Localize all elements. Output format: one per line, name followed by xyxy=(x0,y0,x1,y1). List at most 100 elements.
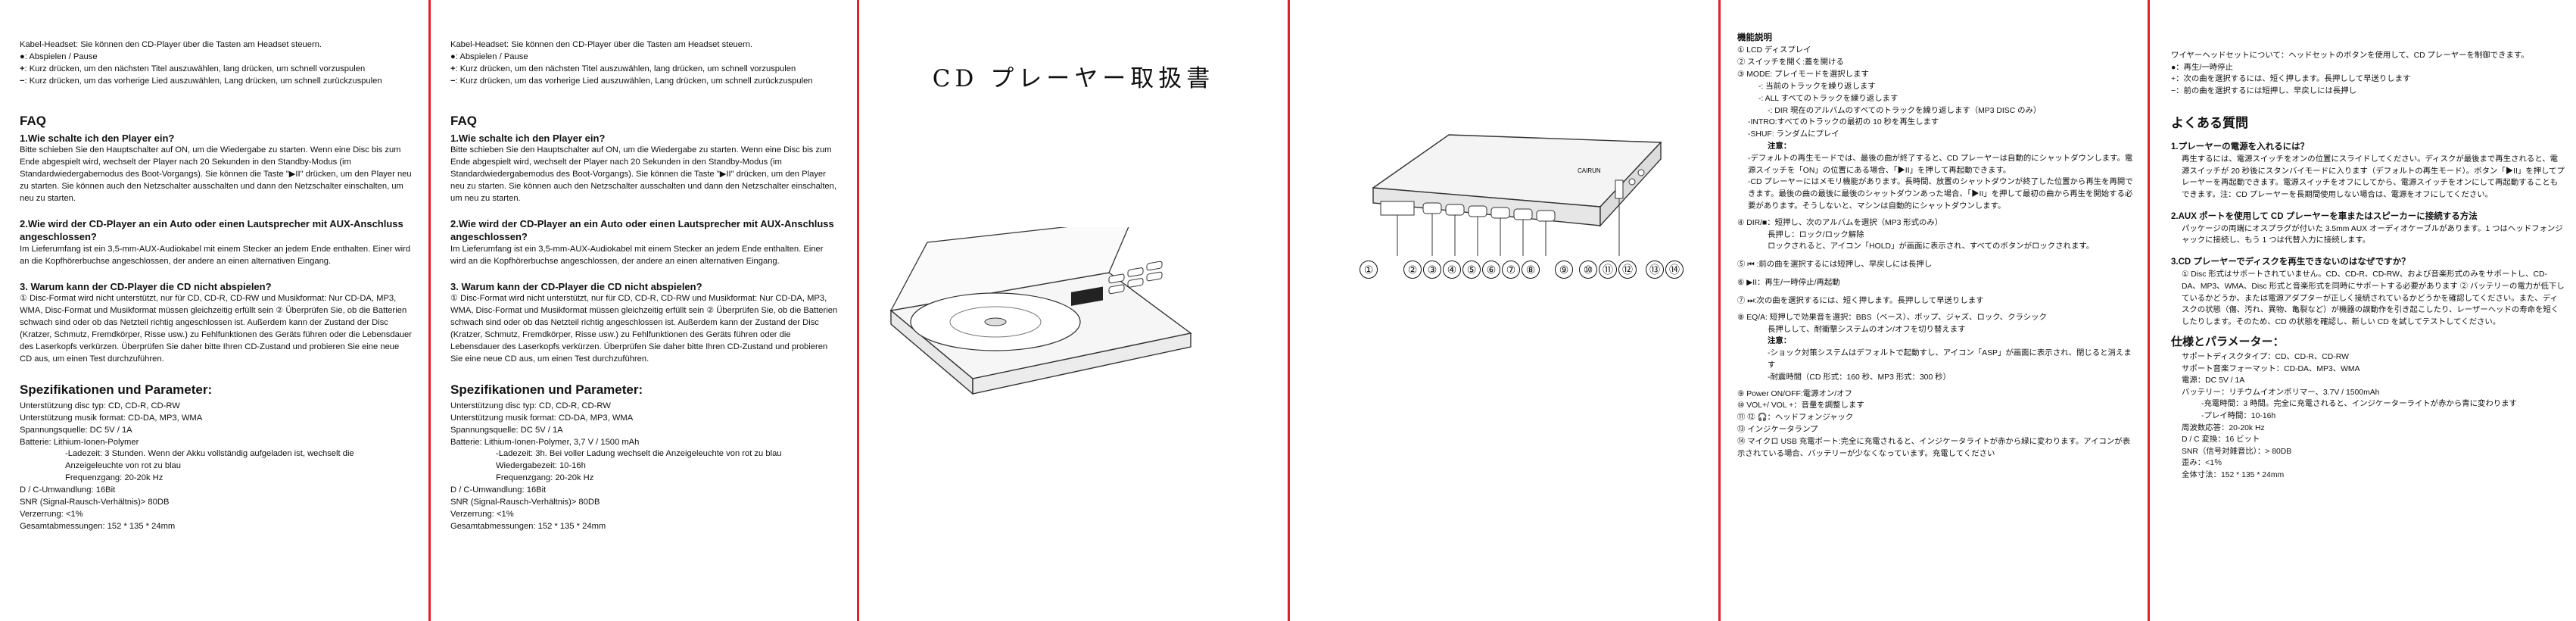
cover-page: CD プレーヤー取扱書 xyxy=(859,0,1288,621)
spec-line: Gesamtabmessungen: 152 * 135 * 24mm xyxy=(20,521,176,531)
function-line: ⑬ インジケータランプ xyxy=(1737,426,1818,435)
faq-answer: Im Lieferumfang ist ein 3,5-mm-AUX-Audio… xyxy=(450,244,824,266)
faq-answer: Bitte schieben Sie den Hauptschalter auf… xyxy=(450,145,836,203)
function-line: ⑤ ⏮ :前の曲を選択するには短押し、早戻しには長押し xyxy=(1737,261,1932,270)
fold-line xyxy=(1288,0,1290,621)
cd-player-top-view: CAIRUN xyxy=(1372,134,1662,256)
spec-detail: Frequenzgang: 20-20k Hz xyxy=(65,473,164,483)
spec-line: SNR (Signal-Rausch-Verhältnis)> 80DB xyxy=(20,498,170,507)
function-line: -SHUF: ランダムにプレイ xyxy=(1748,130,1839,139)
fold-line xyxy=(428,0,431,621)
spec-line: バッテリー：リチウムイオンポリマー、3.7V / 1500mAh xyxy=(2182,388,2380,397)
spec-line: Batterie: Lithium-Ionen-Polymer xyxy=(20,437,139,447)
callout-10: ⑩ xyxy=(1579,261,1597,279)
function-line: -CD プレーヤーにはメモリ機能があります。長時間、放置のシャットダウンが終了し… xyxy=(1748,178,2133,211)
function-line: -耐震時間（CD 形式：160 秒、MP3 形式：300 秒） xyxy=(1768,373,1951,382)
spec-line: Gesamtabmessungen: 152 * 135 * 24mm xyxy=(450,521,606,531)
headset-item: −: Kurz drücken, um das vorherige Lied a… xyxy=(450,76,813,86)
headset-item: +: Kurz drücken, um den nächsten Titel a… xyxy=(20,64,366,73)
spec-line: Unterstützung musik format: CD-DA, MP3, … xyxy=(20,413,203,423)
faq-question: 3. Warum kann der CD-Player die CD nicht… xyxy=(450,280,702,292)
function-line: -: ALL すべてのトラックを繰り返します xyxy=(1758,94,1899,103)
spec-line: Verzerrung: <1% xyxy=(20,510,83,519)
jp-faq-page: ワイヤーヘッドセットについて：ヘッドセットのボタンを使用して、CD プレーヤーを… xyxy=(2150,0,2576,621)
faq-question: 2.Wie wird der CD-Player an ein Auto ode… xyxy=(450,217,834,243)
spec-line: 電源：DC 5V / 1A xyxy=(2182,376,2245,385)
faq-question: 1.Wie schalte ich den Player ein? xyxy=(20,132,175,144)
callout-14: ⑭ xyxy=(1665,261,1684,279)
faq-answer: ① Disc-Format wird nicht unterstützt, nu… xyxy=(20,294,412,364)
spec-line: サポートディスクタイプ：CD、CD-R、CD-RW xyxy=(2182,352,2349,361)
function-line: ⑨ Power ON/OFF:電源オン/オフ xyxy=(1737,389,1852,398)
spec-line: Unterstützung disc typ: CD, CD-R, CD-RW xyxy=(450,401,611,410)
faq-answer: Bitte schieben Sie den Hauptschalter auf… xyxy=(20,145,412,203)
faq-answer: ① Disc 形式はサポートされていません。CD、CD-R、CD-RW、および音… xyxy=(2182,270,2565,326)
headset-intro: ワイヤーヘッドセットについて：ヘッドセットのボタンを使用して、CD プレーヤーを… xyxy=(2171,51,2529,60)
spec-line: サポート音楽フォーマット：CD-DA、MP3、WMA xyxy=(2182,364,2360,373)
headset-item: −：前の曲を選択するには短押し、早戻しには長押し xyxy=(2171,86,2357,95)
minus-icon: − xyxy=(450,76,456,86)
device-brand-label: CAIRUN xyxy=(1578,167,1601,174)
spec-line: D / C 変換：16 ビット xyxy=(2182,435,2260,445)
faq-answer: パッケージの両端にオスプラグが付いた 3.5mm AUX オーディオケーブルがあ… xyxy=(2182,224,2563,245)
function-line: ② スイッチを開く:蓋を開ける xyxy=(1737,58,1844,67)
fold-line xyxy=(2148,0,2150,621)
note-label: 注意： xyxy=(1768,337,1792,346)
function-line: 長押し：ロック/ロック解除 xyxy=(1768,230,1864,239)
function-line: ⑥ ▶II：再生/一時停止/再起動 xyxy=(1737,279,1840,288)
spec-line: SNR（信号対雑音比）：> 80DB xyxy=(2182,447,2292,456)
faq-question: 3.CD プレーヤーでディスクを再生できないのはなぜですか？ xyxy=(2171,257,2410,267)
spec-title: Spezifikationen und Parameter: xyxy=(20,382,213,397)
function-line: ⑪ ⑫ 🎧：ヘッドフォンジャック xyxy=(1737,413,1854,423)
headset-item: +：次の曲を選択するには、短く押します。長押しして早送りします xyxy=(2171,75,2411,84)
spec-line: 周波数応答：20-20k Hz xyxy=(2182,423,2265,432)
fold-line xyxy=(1718,0,1721,621)
faq-title: FAQ xyxy=(450,113,477,128)
faq-question: 1.Wie schalte ich den Player ein? xyxy=(450,132,606,144)
plus-icon: + xyxy=(450,64,456,73)
function-line: ① LCD ディスプレイ xyxy=(1737,46,1811,55)
function-line: ⑦ ⏭:次の曲を選択するには、短く押します。長押しして早送りします xyxy=(1737,296,1984,305)
callout-5: ⑤ xyxy=(1462,261,1481,279)
function-line: -ショック対策システムはデフォルトで起動すし、アイコン「ASP」が画面に表示され… xyxy=(1768,349,2132,370)
diagram-page: CAIRUN ① ② ③ ④ ⑤ ⑥ ⑦ ⑧ ⑨ ⑩ ⑪ ⑫ ⑬ ⑭ xyxy=(1290,0,1718,621)
spec-line: D / C-Umwandlung: 16Bit xyxy=(450,485,547,495)
function-line: -デフォルトの再生モードでは、最後の曲が終了すると、CD プレーヤーは自動的にシ… xyxy=(1748,154,2133,175)
callout-13: ⑬ xyxy=(1646,261,1664,279)
headset-item: ●: Abspielen / Pause xyxy=(450,51,528,61)
function-line: -: DIR 現在のアルバムのすべてのトラックを繰り返します（MP3 DISC … xyxy=(1768,106,2042,115)
function-line: ロックされると、アイコン「HOLD」が画面に表示され、すべてのボタンがロックされ… xyxy=(1768,242,2095,251)
spec-title: 仕様とパラメーター： xyxy=(2171,335,2285,349)
german-manual-page-2: Kabel-Headset: Sie können den CD-Player … xyxy=(431,0,857,621)
spec-line: D / C-Umwandlung: 16Bit xyxy=(20,485,116,495)
spec-title: Spezifikationen und Parameter: xyxy=(450,382,643,397)
section-title: 機能説明 xyxy=(1737,33,1772,42)
callout-6: ⑥ xyxy=(1482,261,1500,279)
spec-detail: -Ladezeit: 3 Stunden. Wenn der Akku voll… xyxy=(65,449,354,471)
callout-9: ⑨ xyxy=(1555,261,1573,279)
faq-question: 3. Warum kann der CD-Player die CD nicht… xyxy=(20,280,272,292)
play-pause-icon: ● xyxy=(450,51,456,61)
fold-line xyxy=(857,0,859,621)
callout-11: ⑪ xyxy=(1599,261,1617,279)
spec-detail: Wiedergabezeit: 10-16h xyxy=(496,461,586,471)
note-label: 注意： xyxy=(1768,142,1792,151)
faq-title: よくある質問 xyxy=(2171,116,2248,131)
headset-item: ●: Abspielen / Pause xyxy=(20,51,98,61)
callout-3: ③ xyxy=(1423,261,1441,279)
faq-answer: Im Lieferumfang ist ein 3,5-mm-AUX-Audio… xyxy=(20,244,411,266)
faq-answer: ① Disc-Format wird nicht unterstützt, nu… xyxy=(450,294,838,364)
function-line: 長押しして、耐衝撃システムのオン/オフを切り替えます xyxy=(1768,325,1966,334)
function-line: ⑭ マイクロ USB 充電ポート:完全に充電されると、インジケータライトが赤から… xyxy=(1737,437,2131,458)
callout-1: ① xyxy=(1360,261,1378,279)
spec-detail: Frequenzgang: 20-20k Hz xyxy=(496,473,594,483)
spec-detail: -Ladezeit: 3h. Bei voller Ladung wechsel… xyxy=(496,449,782,459)
headset-item: +: Kurz drücken, um den nächsten Titel a… xyxy=(450,64,796,73)
spec-line: Verzerrung: <1% xyxy=(450,510,514,519)
spec-line: Unterstützung musik format: CD-DA, MP3, … xyxy=(450,413,634,423)
callout-12: ⑫ xyxy=(1618,261,1637,279)
spec-line: 全体寸法：152 * 135 * 24mm xyxy=(2182,470,2285,479)
spec-line: Spannungsquelle: DC 5V / 1A xyxy=(20,425,132,435)
spec-line: Spannungsquelle: DC 5V / 1A xyxy=(450,425,563,435)
spec-detail: -充電時間：3 時間。完全に充電されると、インジケーターライトが赤から青に変わり… xyxy=(2201,400,2517,409)
